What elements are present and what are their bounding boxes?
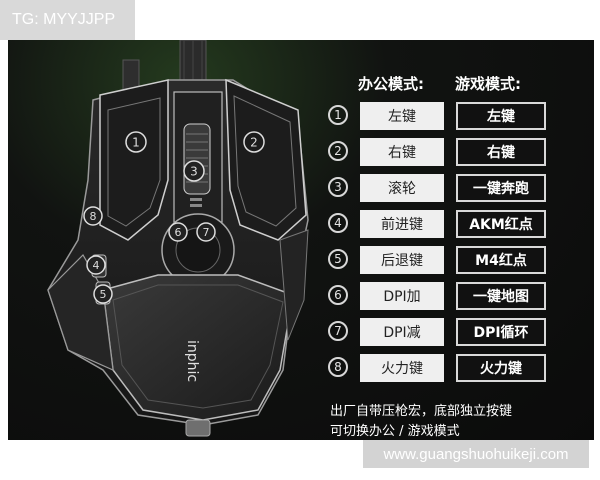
svg-text:6: 6 — [175, 226, 182, 239]
mouse-illustration: inphic 1 2 3 4 5 6 7 — [47, 40, 309, 437]
svg-text:5: 5 — [100, 288, 107, 301]
game-function: 右键 — [456, 138, 546, 166]
note-line-2: 可切换办公 / 游戏模式 — [330, 424, 460, 439]
game-function: DPI循环 — [456, 318, 546, 346]
game-function: AKM红点 — [456, 210, 546, 238]
game-function: 一键地图 — [456, 282, 546, 310]
callout-6: 6 — [168, 222, 188, 242]
product-panel: inphic 1 2 3 4 5 6 7 — [8, 40, 594, 440]
callout-1: 1 — [125, 131, 147, 153]
office-function: 火力键 — [360, 354, 444, 382]
office-function: 滚轮 — [360, 174, 444, 202]
svg-text:3: 3 — [190, 165, 198, 179]
row-number: 3 — [328, 177, 348, 197]
office-function: 前进键 — [360, 210, 444, 238]
row-number: 2 — [328, 141, 348, 161]
office-function: DPI加 — [360, 282, 444, 310]
svg-text:7: 7 — [203, 226, 210, 239]
svg-text:4: 4 — [93, 259, 100, 272]
callout-8: 8 — [83, 206, 103, 226]
game-function: 左键 — [456, 102, 546, 130]
svg-text:8: 8 — [90, 210, 97, 223]
note-line-1: 出厂自带压枪宏，底部独立按键 — [330, 404, 513, 419]
game-function: 一键奔跑 — [456, 174, 546, 202]
row-number: 7 — [328, 321, 348, 341]
office-mode-header: 办公模式: — [358, 75, 424, 93]
office-function: 右键 — [360, 138, 444, 166]
callout-3: 3 — [183, 160, 205, 182]
office-function: DPI减 — [360, 318, 444, 346]
office-function: 左键 — [360, 102, 444, 130]
office-function: 后退键 — [360, 246, 444, 274]
callout-5: 5 — [93, 284, 113, 304]
row-number: 8 — [328, 357, 348, 377]
row-number: 5 — [328, 249, 348, 269]
row-number: 1 — [328, 105, 348, 125]
top-watermark: TG: MYYJJPP — [0, 0, 135, 40]
svg-text:2: 2 — [250, 136, 258, 150]
game-function: M4红点 — [456, 246, 546, 274]
macro-note: 出厂自带压枪宏，底部独立按键 可切换办公 / 游戏模式 — [330, 402, 512, 440]
brand-label: inphic — [184, 340, 200, 382]
game-function: 火力键 — [456, 354, 546, 382]
svg-text:1: 1 — [132, 136, 140, 150]
callout-2: 2 — [243, 131, 265, 153]
row-number: 4 — [328, 213, 348, 233]
callout-4: 4 — [86, 255, 106, 275]
row-number: 6 — [328, 285, 348, 305]
game-mode-header: 游戏模式: — [455, 75, 521, 93]
bottom-watermark: www.guangshuohuikeji.com — [363, 440, 589, 468]
callout-7: 7 — [196, 222, 216, 242]
